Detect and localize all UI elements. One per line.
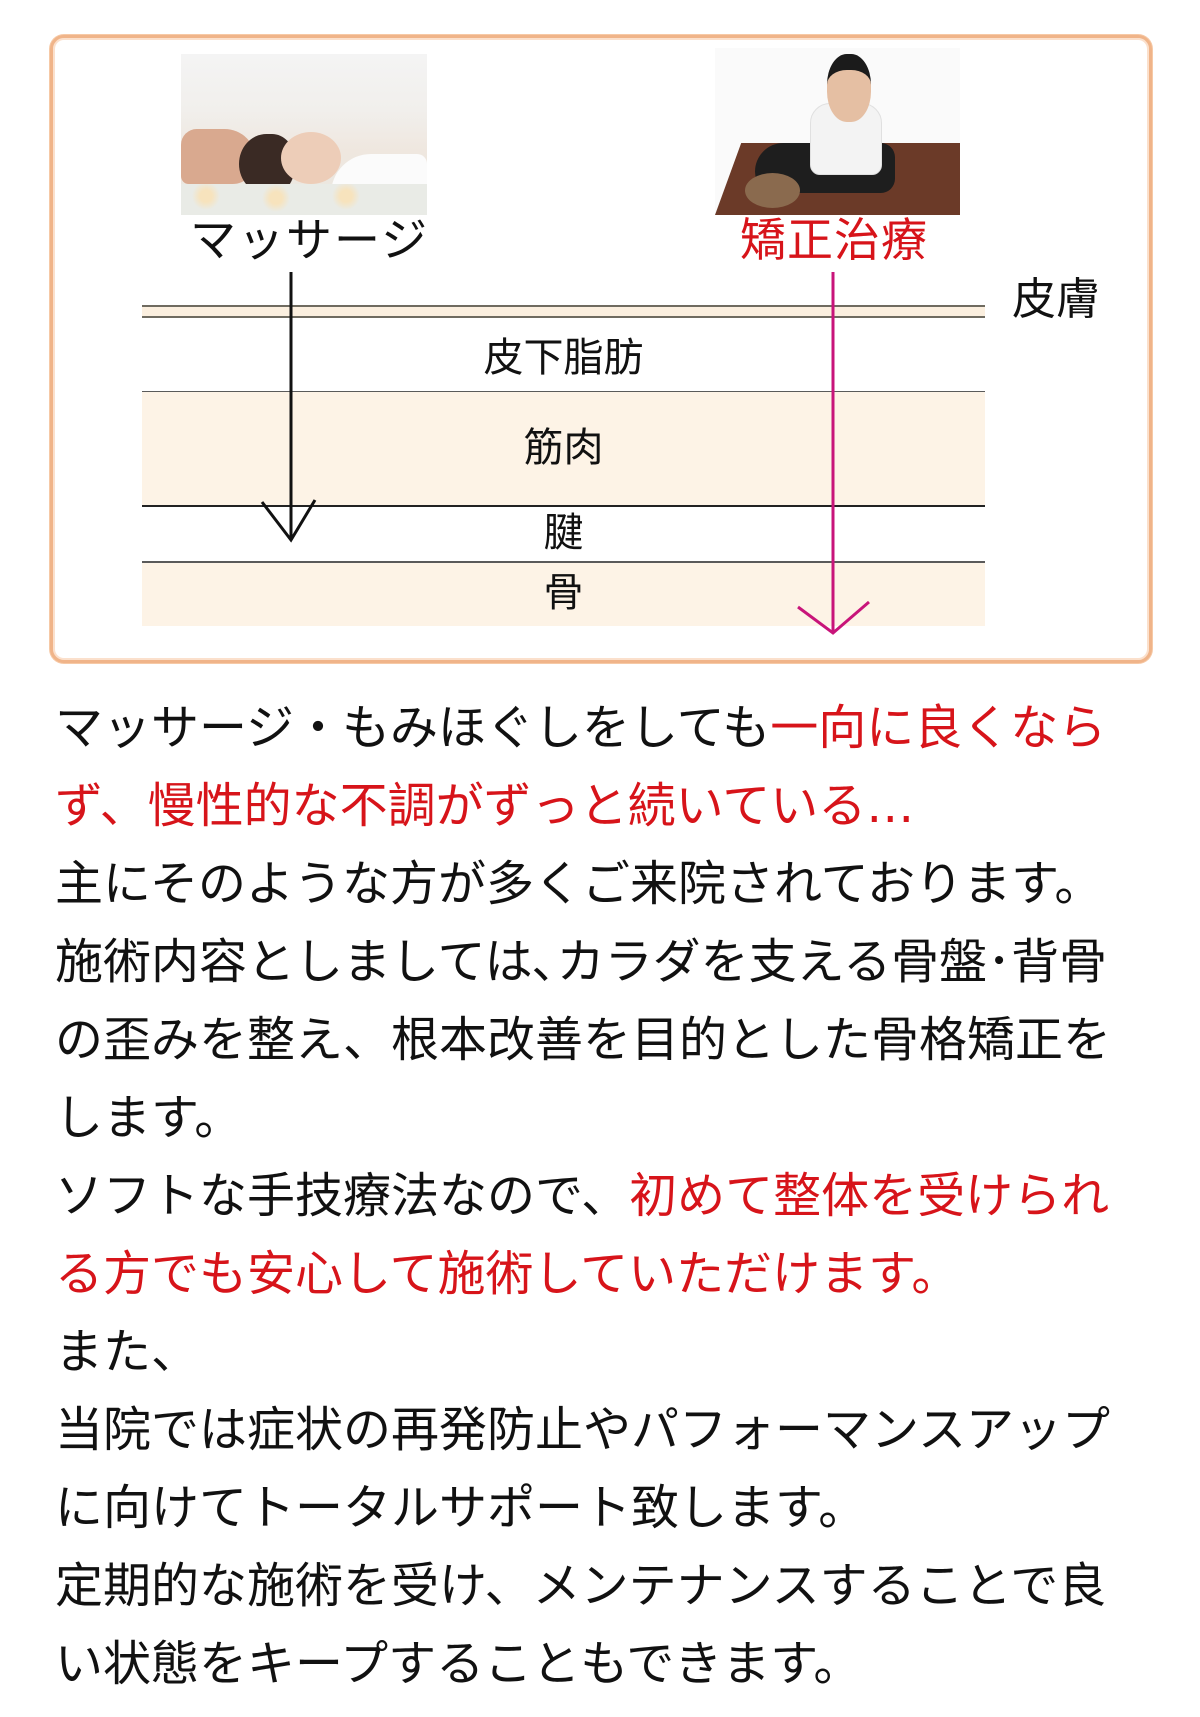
massage-photo <box>181 54 427 215</box>
layer-bone: 骨 <box>142 563 985 626</box>
text-line: ず、慢性的な不調がずっと続いている… <box>55 778 915 834</box>
therapist-head-shape <box>827 54 871 122</box>
text-line: マッサージ・もみほぐしをしても一向に良くなら <box>55 700 1107 756</box>
layer-muscle: 筋肉 <box>142 392 985 507</box>
layer-label: 腱 <box>543 510 584 556</box>
face-shape <box>281 132 341 184</box>
text-line: また、 <box>55 1324 200 1380</box>
text-line: します。 <box>55 1090 243 1146</box>
text-line: の歪みを整え、根本改善を目的とした骨格矯正を <box>55 1012 1112 1068</box>
text-line: に向けてトータルサポート致します。 <box>55 1480 867 1536</box>
layer-subcutaneous-fat: 皮下脂肪 <box>142 318 985 392</box>
text-line: い状態をキープすることもできます。 <box>55 1636 862 1692</box>
layer-label: 筋肉 <box>523 425 604 471</box>
layer-skin <box>142 305 985 318</box>
text-line: 施術内容としましては､カラダを支える骨盤･背骨 <box>55 934 1108 990</box>
text-line: る方でも安心して施術していただけます。 <box>55 1246 960 1302</box>
layer-label: 骨 <box>543 570 584 616</box>
massage-label: マッサージ <box>190 213 430 267</box>
adjustment-photo <box>715 48 960 215</box>
adjustment-label: 矯正治療 <box>740 213 928 267</box>
text-line: ソフトな手技療法なので、初めて整体を受けられ <box>55 1168 1110 1224</box>
skin-label: 皮膚 <box>1012 274 1100 325</box>
text-line: 当院では症状の再発防止やパフォーマンスアップ <box>55 1402 1111 1458</box>
text-line: 定期的な施術を受け、メンテナンスすることで良 <box>55 1558 1107 1614</box>
layer-tendon: 腱 <box>142 507 985 563</box>
patient-hair-shape <box>745 173 800 208</box>
candles-shape <box>181 184 427 215</box>
layer-label: 皮下脂肪 <box>483 335 644 381</box>
text-line: 主にそのような方が多くご来院されております。 <box>55 856 1103 912</box>
description-text: マッサージ・もみほぐしをしても一向に良くなら ず、慢性的な不調がずっと続いている… <box>55 689 1165 1703</box>
